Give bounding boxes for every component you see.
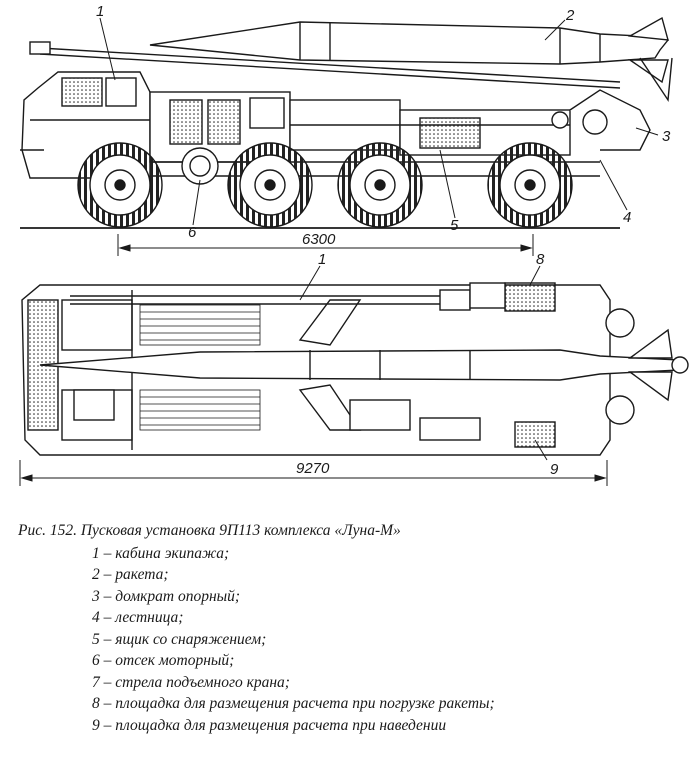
wheelbase-value: 6300: [302, 231, 336, 248]
legend-item: 4 – лестница;: [92, 609, 184, 626]
overall-length-value: 9270: [296, 460, 330, 477]
side-view: [20, 16, 673, 229]
side-view-callouts: 1 2 3 4 5 6: [96, 3, 671, 241]
side-view-rail: [29, 41, 621, 89]
legend-item: 1 – кабина экипажа;: [92, 544, 230, 562]
top-view-missile: [39, 299, 681, 431]
legend-item: 8 – площадка для размещения расчета при …: [92, 695, 495, 712]
side-wheel-4: [487, 142, 573, 228]
legend-item: 2 – ракета;: [92, 566, 169, 583]
callout-8: 8: [536, 251, 545, 268]
legend-item: 3 – домкрат опорный;: [92, 587, 241, 605]
platform-rear-top: [469, 282, 506, 309]
platform-9: [514, 421, 556, 448]
callout-9: 9: [550, 461, 559, 478]
callout-2: 2: [565, 7, 575, 24]
side-view-wheels: [77, 142, 573, 228]
legend-item: 7 – стрела подъемного крана;: [92, 673, 290, 691]
side-view-missile: [149, 16, 673, 103]
caption-title: Рис. 152. Пусковая установка 9П113 компл…: [18, 522, 401, 539]
side-view-leader-lines: [99, 17, 659, 226]
overall-length-dimension: [19, 460, 608, 486]
callout-3: 3: [662, 128, 671, 145]
legend-item: 5 – ящик со снаряжением;: [92, 630, 267, 648]
wheelbase-dimension: [117, 234, 534, 256]
legend-item: 9 – площадка для размещения расчета при …: [92, 716, 447, 734]
side-wheel-3: [337, 142, 423, 228]
side-wheel-2: [227, 142, 313, 228]
launcher-technical-drawing: 1 2 3 4 5 6 6300: [19, 3, 689, 486]
callout-1: 1: [96, 3, 104, 20]
rear-jack-bottom: [605, 395, 635, 425]
rear-jack-top: [605, 308, 635, 338]
callout-1-top: 1: [318, 251, 326, 268]
side-wheel-1: [77, 142, 163, 228]
top-view-callouts: 1 8 9: [318, 251, 559, 478]
callout-4: 4: [623, 209, 631, 226]
legend-item: 6 – отсек моторный;: [92, 652, 235, 669]
top-view-grilles: [139, 304, 261, 431]
callout-5: 5: [450, 217, 459, 234]
callout-6: 6: [188, 224, 197, 241]
legend-list: 1 – кабина экипажа; 2 – ракета; 3 – домк…: [18, 543, 688, 737]
figure-caption: Рис. 152. Пусковая установка 9П113 компл…: [18, 520, 688, 736]
platform-8: [504, 282, 556, 312]
top-view-leader-lines: [299, 265, 548, 461]
top-view: [21, 265, 689, 461]
